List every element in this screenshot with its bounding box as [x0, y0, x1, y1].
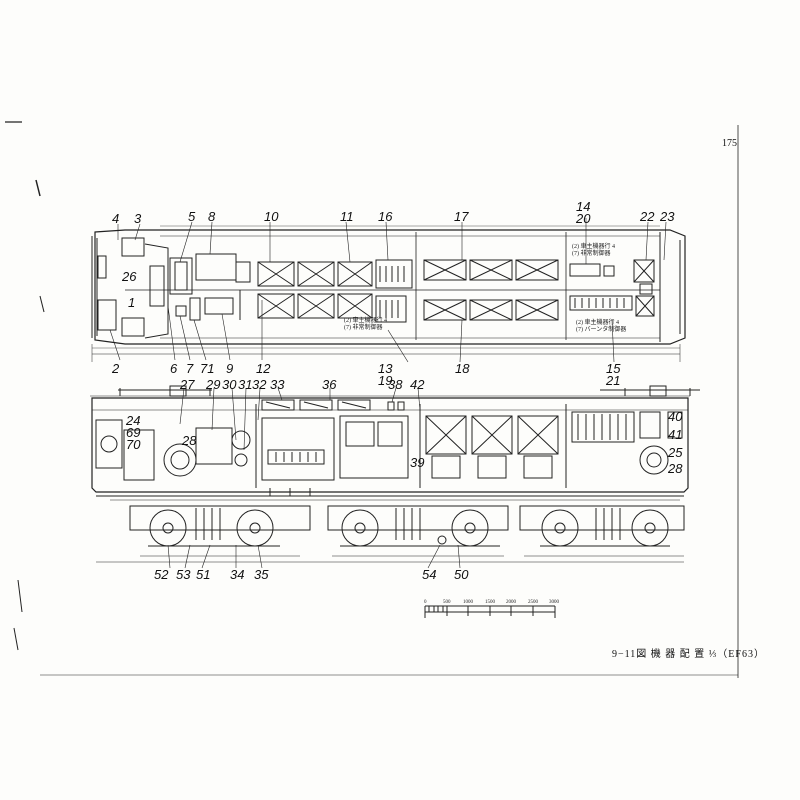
callout-number: 29: [206, 377, 221, 392]
callout-number: 6: [170, 361, 178, 376]
callout-number: 28: [182, 433, 197, 448]
plan-view: [91, 225, 686, 362]
bogie-1: [129, 505, 311, 547]
callout-number: 16: [378, 209, 393, 224]
callout-number: 5: [188, 209, 196, 224]
callout-number: 34: [230, 567, 245, 582]
callout-number: 25: [668, 445, 683, 460]
callout-number: 8: [208, 209, 216, 224]
callout-number: 20: [576, 211, 591, 226]
callout-number: 42: [410, 377, 425, 392]
callout-number: 28: [668, 461, 683, 476]
bogie-2: [327, 505, 509, 547]
plan-note: (2) 車主機器行 4(7) 非常制御器: [572, 244, 615, 257]
margin-mark: [17, 579, 23, 613]
callout-number: 9: [226, 361, 234, 376]
callout-number: 1: [128, 295, 136, 310]
scale-tick-label: 500: [443, 600, 451, 605]
callout-number: 38: [388, 377, 403, 392]
scale-tick-label: 1000: [463, 600, 473, 605]
scale-tick-label: 2000: [506, 600, 516, 605]
plan-note: (2) 車主機器行 4(7) バーンタ制御器: [576, 320, 627, 333]
resistor-grid-11: [337, 261, 373, 319]
callout-number: 30: [222, 377, 237, 392]
callout-number: 69: [126, 425, 141, 440]
callout-number: 70: [126, 437, 141, 452]
scale-tick-label: 0: [424, 600, 427, 605]
callout-number: 40: [668, 409, 683, 424]
callout-number: 18: [455, 361, 470, 376]
page-number: 175: [722, 138, 737, 149]
callout-number: 2: [112, 361, 120, 376]
margin-mark: [39, 295, 45, 313]
callout-number: 15: [606, 361, 621, 376]
resistor-grid-10: [257, 261, 335, 319]
callout-number: 13: [378, 361, 393, 376]
callout-number: 33: [270, 377, 285, 392]
scale-tick-label: 3000: [549, 600, 559, 605]
callout-number: 3: [134, 211, 142, 226]
callout-number: 32: [252, 377, 267, 392]
blower-units-39: [425, 415, 559, 479]
callout-number: 11: [340, 209, 354, 224]
callout-number: 26: [122, 269, 137, 284]
callout-number: 54: [422, 567, 437, 582]
blower-grid-17: [423, 259, 559, 321]
plan-note: (2) 車主機器行 4(7) 非常制御器: [344, 318, 387, 331]
callout-number: 27: [180, 377, 195, 392]
callout-number: 22: [640, 209, 655, 224]
callout-number: 71: [200, 361, 215, 376]
callout-number: 36: [322, 377, 337, 392]
callout-number: 51: [196, 567, 211, 582]
scale-tick-label: 2500: [528, 600, 538, 605]
callout-number: 50: [454, 567, 469, 582]
margin-mark: [35, 179, 41, 197]
scale-bar: [424, 605, 556, 618]
callout-number: 35: [254, 567, 269, 582]
callout-number: 39: [410, 455, 425, 470]
side-view: [90, 385, 700, 501]
leader-lines: [109, 218, 667, 569]
callout-number: 24: [126, 413, 141, 428]
callout-number: 41: [668, 427, 683, 442]
callout-number: 17: [454, 209, 469, 224]
callout-number: 12: [256, 361, 271, 376]
callout-number: 4: [112, 211, 120, 226]
callout-number: 23: [660, 209, 675, 224]
bogie-3: [519, 505, 685, 547]
callout-number: 14: [576, 199, 591, 214]
callout-number: 7: [186, 361, 194, 376]
callout-number: 19: [378, 373, 393, 388]
callout-number: 31: [238, 377, 253, 392]
callout-number: 21: [606, 373, 621, 388]
figure-caption: 9−11図 機 器 配 置 ⅓（EF63）: [612, 649, 765, 660]
scale-tick-label: 1500: [485, 600, 495, 605]
margin-mark: [13, 627, 19, 651]
callout-number: 10: [264, 209, 279, 224]
callout-number: 53: [176, 567, 191, 582]
callout-number: 52: [154, 567, 169, 582]
